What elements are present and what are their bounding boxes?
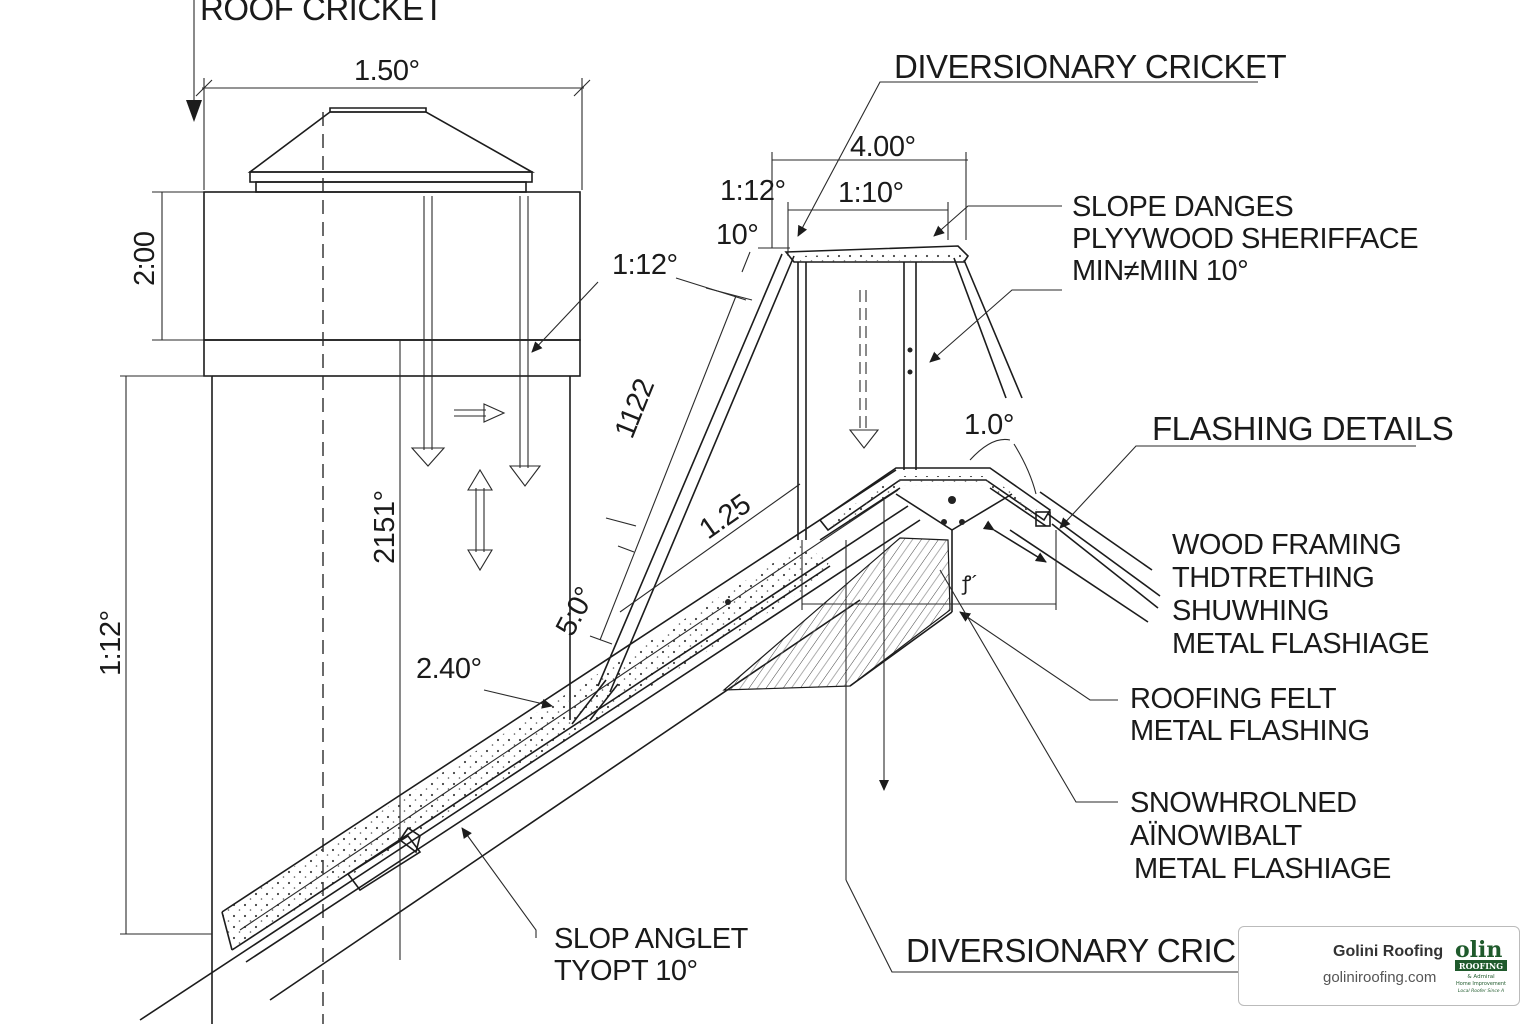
brand-name: Golini Roofing: [1333, 943, 1444, 960]
dim-text-top-width: 1.50°: [354, 55, 420, 87]
labels: ROOF CRICKET DIVERSIONARY CRICKET SLOPE …: [95, 0, 1454, 987]
label-framing-note-3: SHUWHING: [1172, 595, 1329, 627]
svg-text:& Admiral: & Admiral: [1467, 974, 1495, 980]
label-snow-note-1: SNOWHROLNED: [1130, 787, 1357, 819]
dim-text-base-angle: 2.40°: [416, 653, 482, 685]
label-slope-note-3: MIN≠MIIN 10°: [1072, 255, 1248, 287]
dim-left-long: [120, 375, 212, 935]
label-felt-note-2: METAL FLASHING: [1130, 715, 1370, 747]
label-roof-cricket: ROOF CRICKET: [200, 0, 444, 27]
dim-text-vertical: 2151°: [369, 490, 401, 564]
label-snow-note-2: AЇNOWIBALT: [1130, 820, 1302, 852]
dim-text-lower-slope: 5:0°: [550, 582, 602, 641]
dim-text-right-ratio: 1:10°: [838, 177, 904, 209]
brand-badge[interactable]: Golini Roofing goliniroofing.com olin RO…: [1238, 926, 1520, 1006]
dim-text-left-ratio: 1:12°: [720, 175, 786, 207]
label-framing-note-4: METAL FLASHIAGE: [1172, 628, 1429, 660]
label-slope-angle-1: SLOP ANGLET: [554, 923, 749, 955]
svg-text:ꝭ´: ꝭ´: [961, 573, 978, 595]
dim-top-width: [195, 78, 591, 190]
dim-text-left-long: 1:12°: [95, 610, 127, 676]
dim-text-slope-length: 1122: [609, 375, 661, 443]
label-flashing-details: FLASHING DETAILS: [1152, 410, 1453, 447]
label-felt-note-1: ROOFING FELT: [1130, 683, 1337, 715]
label-slope-note-2: PLYYWOOD SHERIFFACE: [1072, 223, 1418, 255]
diversionary-cricket: ꝭ´: [571, 245, 1238, 973]
label-framing-note-2: THDTRETHING: [1172, 562, 1374, 594]
leader-lines: [461, 81, 1416, 938]
dim-cricket-width: [758, 152, 968, 256]
roof-slope: [139, 469, 1161, 1021]
dim-text-small-angle: 10°: [716, 219, 758, 251]
roof-cricket-leader: [186, 0, 202, 122]
svg-text:Local Roofer Since A: Local Roofer Since A: [1458, 988, 1504, 994]
label-slope-angle-2: TYOPT 10°: [554, 955, 698, 987]
dim-box-height: [152, 191, 204, 341]
label-framing-note-1: WOOD FRAMING: [1172, 529, 1401, 561]
svg-text:ROOFING: ROOFING: [1459, 961, 1503, 971]
label-snow-note-3: METAL FLASHIAGE: [1134, 853, 1391, 885]
golini-logo-icon: olin ROOFING & Admiral Home Improvement …: [1455, 937, 1507, 994]
svg-text:olin: olin: [1455, 937, 1502, 963]
label-diversionary-cricket-bottom: DIVERSIONARY CRICKE: [906, 932, 1279, 969]
dim-text-cricket-width: 4.00°: [850, 131, 916, 163]
brand-url[interactable]: goliniroofing.com: [1323, 969, 1437, 986]
label-diversionary-cricket-top: DIVERSIONARY CRICKET: [894, 48, 1287, 85]
dim-text-flashing-angle: 1.0°: [964, 409, 1014, 441]
dim-text-box-height: 2:00: [129, 232, 161, 286]
dim-text-mid-ratio: 1:12°: [612, 249, 678, 281]
svg-text:Home Improvement: Home Improvement: [1456, 981, 1506, 987]
label-slope-note-1: SLOPE DANGES: [1072, 191, 1293, 223]
vent-stack: [203, 107, 581, 1024]
